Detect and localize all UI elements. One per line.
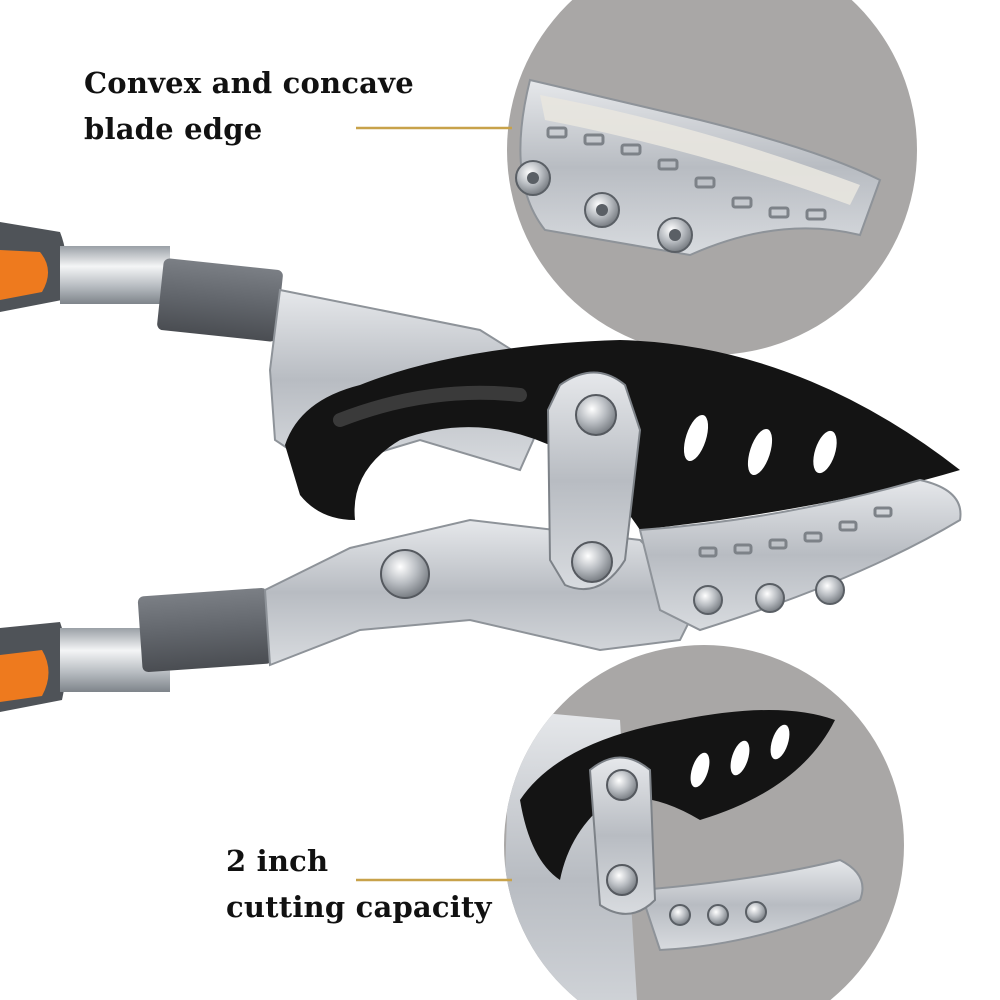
caption-line: cutting capacity bbox=[226, 890, 492, 924]
caption-cutting-capacity: 2 inch cutting capacity bbox=[226, 838, 492, 930]
callout-circle-blade-edge bbox=[507, 0, 917, 355]
lower-handle bbox=[0, 587, 273, 712]
callout-circle-cutting-capacity bbox=[504, 645, 904, 1000]
upper-handle bbox=[0, 222, 283, 342]
blade-bolt-icon bbox=[657, 217, 693, 253]
pivot-bolt-icon bbox=[571, 541, 613, 583]
pivot-bolt-icon bbox=[575, 394, 617, 436]
lopper-main bbox=[0, 222, 962, 712]
caption-line: 2 inch bbox=[226, 844, 329, 878]
blade-edge-slots bbox=[546, 126, 827, 221]
caption-blade-edge: Convex and concave blade edge bbox=[84, 60, 414, 152]
anvil-bolt-icon bbox=[815, 575, 845, 605]
anvil-blade bbox=[638, 478, 962, 632]
linkage-plate bbox=[380, 371, 642, 599]
pivot-bolt-icon bbox=[380, 549, 430, 599]
blade-bolt-icon bbox=[584, 192, 620, 228]
blade-bolt-icon bbox=[515, 160, 551, 196]
anvil-bolt-icon bbox=[755, 583, 785, 613]
caption-line: Convex and concave bbox=[84, 66, 414, 100]
anvil-bolt-icon bbox=[693, 585, 723, 615]
caption-line: blade edge bbox=[84, 112, 263, 146]
